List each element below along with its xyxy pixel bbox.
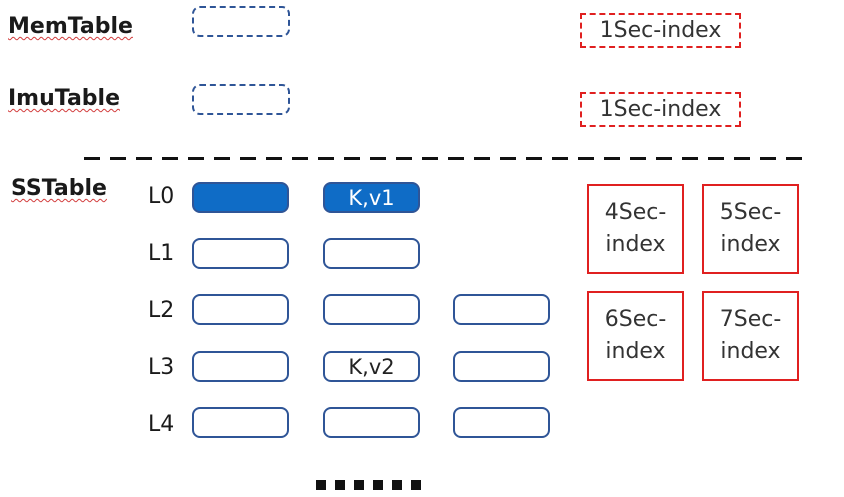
sstable-l4-1 [192, 407, 289, 438]
level-label-l3: L3 [148, 355, 175, 380]
memtable-box [192, 6, 290, 37]
imutable-sec-index: 1Sec-index [580, 92, 741, 127]
sstable-l0-1 [192, 182, 289, 213]
sstable-l1-2 [323, 238, 420, 269]
level-label-l0: L0 [148, 184, 175, 209]
sec-index-5: 5Sec- index [702, 184, 799, 274]
divider-line [84, 157, 812, 160]
level-label-l2: L2 [148, 298, 175, 323]
sstable-label: SSTable [11, 176, 107, 201]
sstable-l4-3 [453, 407, 550, 438]
imutable-box [192, 84, 290, 115]
sec-index-6: 6Sec- index [587, 291, 684, 381]
sstable-l2-3 [453, 294, 550, 325]
sstable-l4-2 [323, 407, 420, 438]
level-label-l4: L4 [148, 412, 175, 437]
sstable-l3-3 [453, 351, 550, 382]
level-label-l1: L1 [148, 241, 175, 266]
sec-index-7: 7Sec- index [702, 291, 799, 381]
sstable-l1-1 [192, 238, 289, 269]
sstable-l3-1 [192, 351, 289, 382]
sec-index-4: 4Sec- index [587, 184, 684, 274]
more-levels-ellipsis [316, 480, 421, 490]
memtable-sec-index: 1Sec-index [580, 13, 741, 48]
memtable-label: MemTable [8, 14, 133, 39]
sstable-l3-2: K,v2 [323, 351, 420, 382]
sstable-l2-1 [192, 294, 289, 325]
sstable-l0-2: K,v1 [323, 182, 420, 213]
sstable-l2-2 [323, 294, 420, 325]
imutable-label: ImuTable [8, 86, 120, 111]
